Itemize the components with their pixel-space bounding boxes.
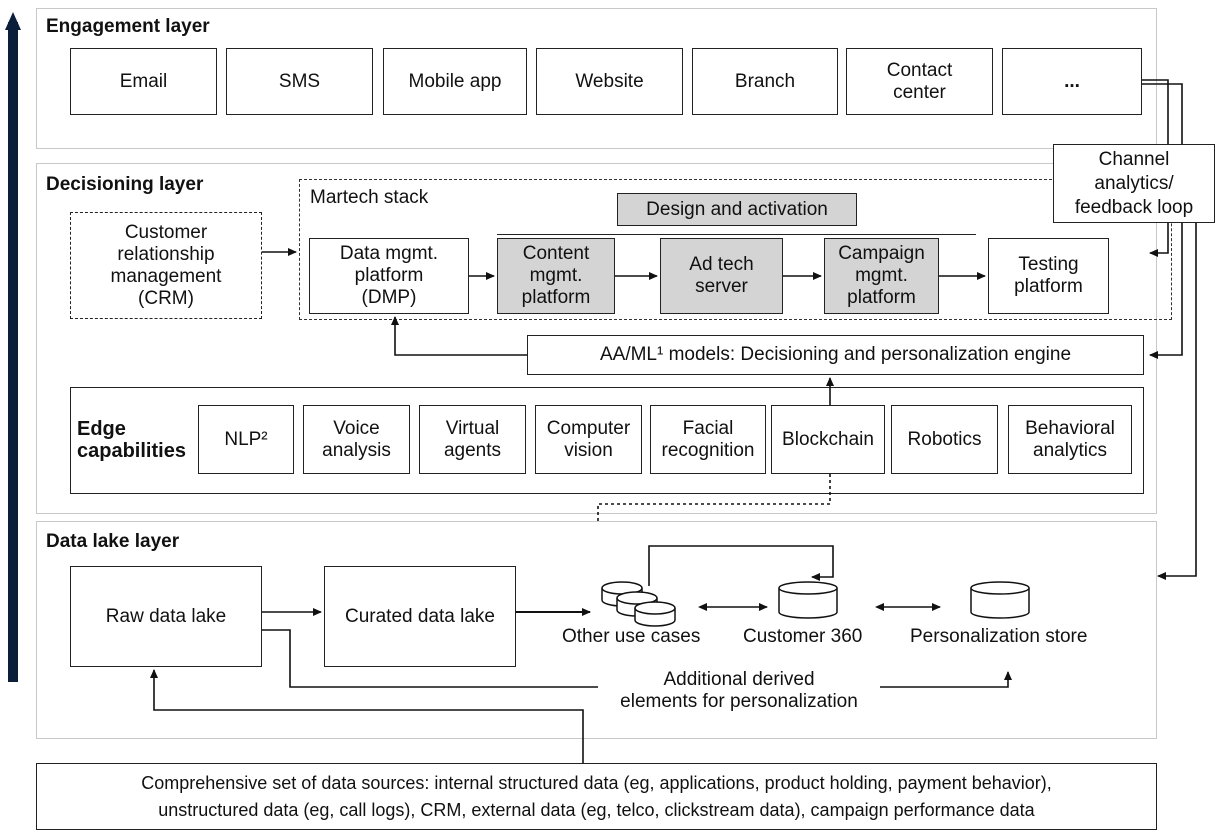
edge-capabilities-title: Edge capabilities <box>77 418 186 462</box>
channel-branch: Branch <box>692 48 838 115</box>
customer-360-label: Customer 360 <box>743 626 863 647</box>
edge-voice-analysis: Voice analysis <box>303 405 410 474</box>
channel-mobile-app: Mobile app <box>383 48 527 115</box>
channel-more: ... <box>1002 48 1142 115</box>
crm-box: Customer relationship management (CRM) <box>70 212 262 319</box>
data-lake-layer-title: Data lake layer <box>46 531 180 552</box>
ad-tech-box: Ad tech server <box>660 238 783 314</box>
engagement-layer-title: Engagement layer <box>46 16 210 37</box>
personalization-store-label: Personalization store <box>910 626 1088 647</box>
decisioning-layer-title: Decisioning layer <box>46 174 204 195</box>
aaml-engine-box: AA/ML¹ models: Decisioning and personali… <box>527 335 1144 375</box>
raw-data-lake-box: Raw data lake <box>70 566 262 667</box>
channel-contact-center: Contact center <box>846 48 993 115</box>
channel-analytics-feedback-box: Channel analytics/ feedback loop <box>1053 144 1215 223</box>
content-mgmt-box: Content mgmt. platform <box>497 238 615 314</box>
design-activation-bracket <box>497 234 976 235</box>
edge-nlp: NLP² <box>198 405 294 474</box>
edge-computer-vision: Computer vision <box>535 405 642 474</box>
testing-platform-box: Testing platform <box>988 238 1109 314</box>
dmp-box: Data mgmt. platform (DMP) <box>309 238 469 314</box>
edge-virtual-agents: Virtual agents <box>419 405 526 474</box>
edge-robotics: Robotics <box>891 405 998 474</box>
martech-stack-title: Martech stack <box>310 187 429 208</box>
campaign-mgmt-box: Campaign mgmt. platform <box>824 238 939 314</box>
edge-behavioral-analytics: Behavioral analytics <box>1008 405 1132 474</box>
channel-website: Website <box>536 48 683 115</box>
channel-email: Email <box>70 48 217 115</box>
vertical-flow-arrow <box>8 22 18 682</box>
derived-elements-label: Additional derived elements for personal… <box>620 669 858 712</box>
edge-facial-recognition: Facial recognition <box>650 405 766 474</box>
data-sources-box: Comprehensive set of data sources: inter… <box>36 763 1157 830</box>
edge-blockchain: Blockchain <box>771 405 885 474</box>
other-use-cases-label: Other use cases <box>562 626 701 647</box>
design-activation-label: Design and activation <box>617 193 857 226</box>
channel-sms: SMS <box>226 48 373 115</box>
curated-data-lake-box: Curated data lake <box>324 566 516 667</box>
